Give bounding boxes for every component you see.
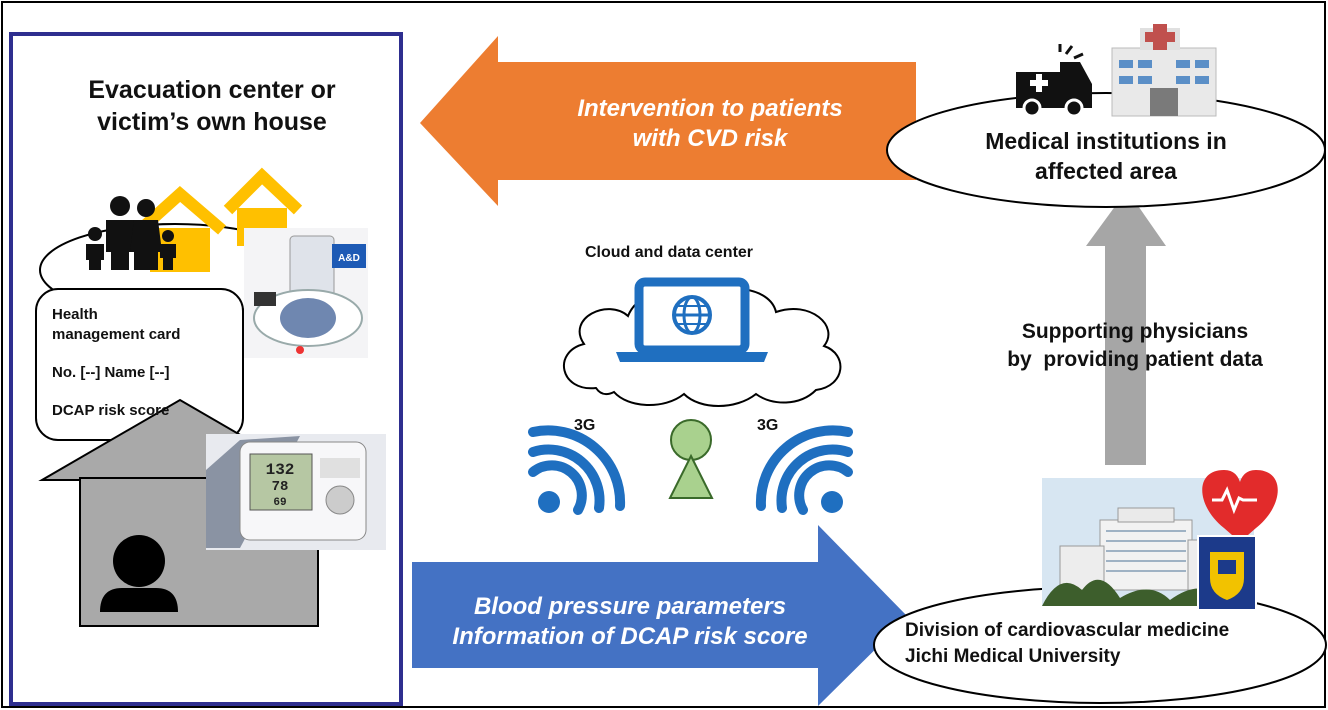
bp-line2: Information of DCAP risk score: [452, 623, 808, 650]
wifi-right-icon: [755, 425, 853, 515]
bp-device-photo: A&D: [244, 228, 368, 358]
bp-sys-readout: 132: [266, 461, 295, 479]
intervention-label: Intervention to patients with CVD risk: [500, 94, 920, 154]
ambulance-icon: [1016, 44, 1092, 118]
bp-arrow-label: Blood pressure parameters Information of…: [420, 592, 840, 652]
division-line2: Jichi Medical University: [905, 646, 1121, 667]
card-line-1: Health: [52, 306, 98, 323]
health-card-text: Health management card No. [--] Name [--…: [52, 305, 242, 421]
family-icon: [86, 196, 176, 270]
wifi-left-icon: [528, 425, 626, 515]
laptop-icon: [616, 277, 768, 362]
medical-ellipse: [886, 92, 1326, 208]
person-green-icon: [668, 419, 714, 499]
person-silhouette-icon: [100, 535, 178, 612]
intervention-line1: Intervention to patients: [577, 95, 843, 122]
intervention-line2: with CVD risk: [632, 125, 788, 152]
card-line-4: DCAP risk score: [52, 402, 170, 419]
left-panel-title: Evacuation center or victim’s own house: [42, 74, 382, 138]
signal-left-label: 3G: [574, 417, 596, 434]
card-line-3: No. [--] Name [--]: [52, 364, 170, 381]
support-line2: by providing patient data: [1007, 348, 1263, 371]
card-line-2: management card: [52, 326, 181, 343]
medical-label: Medical institutions in affected area: [900, 126, 1312, 186]
bp-arrow: [412, 525, 908, 706]
cloud-label: Cloud and data center: [585, 244, 754, 261]
support-line1: Supporting physicians: [1021, 320, 1249, 343]
left-title-line1: Evacuation center or: [88, 76, 336, 104]
division-label: Division of cardiovascular medicine Jich…: [905, 618, 1325, 670]
left-title-line2: victim’s own house: [97, 108, 327, 136]
bp-dia-readout: 78: [272, 479, 289, 495]
division-line1: Division of cardiovascular medicine: [905, 620, 1230, 641]
hospital-icon: [1111, 24, 1217, 117]
support-label: Supporting physicians by providing patie…: [960, 318, 1310, 374]
university-emblem-icon: [1197, 535, 1257, 611]
intervention-arrow: [420, 36, 916, 206]
medical-line2: affected area: [1035, 158, 1177, 184]
bp-pulse-readout: 69: [273, 497, 286, 509]
signal-right-label: 3G: [757, 417, 779, 434]
bp-monitor-photo: 132 78 69: [206, 434, 386, 550]
bp-line1: Blood pressure parameters: [473, 593, 787, 620]
support-arrow: [1086, 190, 1166, 465]
medical-line1: Medical institutions in: [985, 128, 1227, 154]
brand-logo: A&D: [338, 253, 360, 264]
heart-icon: [1202, 470, 1278, 542]
